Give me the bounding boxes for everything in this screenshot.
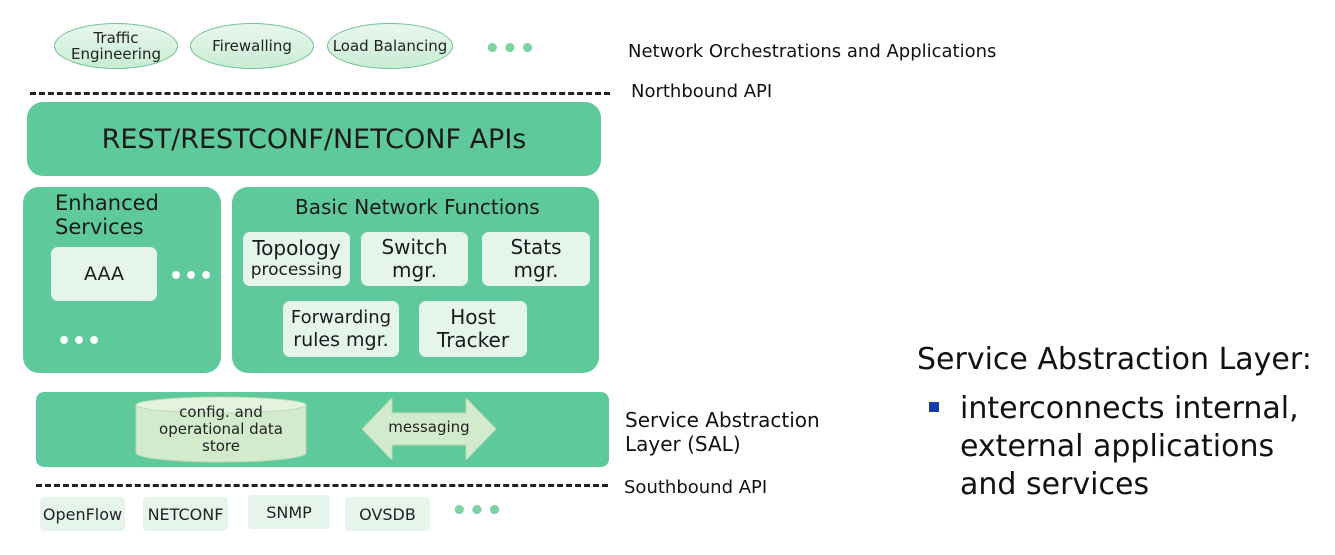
enhanced-services-title: Enhanced Services: [55, 191, 159, 239]
datastore-line2: operational data: [159, 420, 283, 438]
topology-line2: processing: [250, 260, 343, 280]
protocol-snmp: SNMP: [248, 495, 330, 529]
topology-processing-box: Topology processing: [243, 232, 350, 286]
app-oval-traffic-engineering: Traffic Engineering: [54, 23, 178, 69]
host-tracker-box: Host Tracker: [419, 301, 527, 357]
app-label: Traffic Engineering: [71, 29, 161, 63]
aaa-box: AAA: [51, 247, 157, 301]
stats-mgr-box: Stats mgr.: [482, 232, 590, 286]
switch-mgr-box: Switch mgr.: [361, 232, 468, 286]
stats-line2: mgr.: [513, 258, 559, 282]
protocol-label: OpenFlow: [42, 504, 123, 524]
bullet-line3: and services: [960, 467, 1150, 502]
sal-label-line1: Service Abstraction: [625, 408, 820, 432]
southbound-divider: [36, 484, 608, 487]
southbound-label: Southbound API: [624, 477, 768, 498]
protocol-label: OVSDB: [359, 504, 416, 524]
northbound-label: Northbound API: [631, 81, 773, 102]
sal-box: config. and operational data store messa…: [36, 392, 609, 467]
protocol-label: NETCONF: [147, 504, 224, 524]
datastore-line1: config. and: [179, 403, 263, 421]
app-oval-firewalling: Firewalling: [190, 23, 314, 69]
northbound-divider: [30, 92, 610, 95]
messaging-double-arrow-icon: [362, 398, 496, 460]
bullet-square-icon: [929, 402, 939, 412]
enhanced-services-box: Enhanced Services AAA ••• •••: [23, 187, 221, 373]
protocol-netconf: NETCONF: [143, 497, 228, 531]
bullet-line2: external applications: [960, 429, 1275, 464]
forwarding-line1: Forwarding: [290, 307, 392, 328]
switch-line2: mgr.: [392, 258, 437, 282]
sal-label-line2: Layer (SAL): [625, 432, 741, 456]
host-line1: Host: [450, 305, 496, 329]
datastore-cylinder-icon: [135, 396, 307, 463]
apps-more-ellipsis: •••: [484, 34, 537, 64]
sidebar-bullet-text: interconnects internal, external applica…: [960, 390, 1299, 504]
rest-api-label: REST/RESTCONF/NETCONF APIs: [101, 123, 527, 155]
protocol-ovsdb: OVSDB: [345, 497, 430, 531]
aaa-label: AAA: [83, 263, 125, 285]
protocol-label: SNMP: [266, 502, 312, 522]
topology-line1: Topology: [252, 236, 341, 260]
bullet-line1: interconnects internal,: [960, 391, 1299, 426]
enhanced-title-line2: Services: [55, 215, 144, 239]
protocol-openflow: OpenFlow: [40, 497, 125, 531]
stats-line1: Stats: [510, 235, 562, 259]
messaging-label: messaging: [388, 418, 470, 436]
datastore-label: config. and operational data store: [146, 404, 296, 455]
host-line2: Tracker: [436, 328, 510, 352]
switch-line1: Switch: [381, 235, 448, 259]
datastore-line3: store: [202, 437, 240, 455]
app-label: Load Balancing: [332, 37, 448, 55]
sidebar-heading: Service Abstraction Layer:: [917, 342, 1312, 377]
rest-api-box: REST/RESTCONF/NETCONF APIs: [27, 102, 601, 176]
sal-label: Service Abstraction Layer (SAL): [625, 408, 820, 456]
forwarding-line2: rules mgr.: [293, 329, 389, 351]
forwarding-rules-mgr-box: Forwarding rules mgr.: [283, 301, 399, 357]
apps-layer-label: Network Orchestrations and Applications: [628, 41, 997, 62]
protocols-more-ellipsis: •••: [451, 496, 504, 526]
enhanced-more-right: •••: [169, 264, 215, 289]
basic-network-functions-title: Basic Network Functions: [295, 195, 540, 219]
enhanced-title-line1: Enhanced: [55, 191, 159, 215]
enhanced-more-bottom: •••: [57, 329, 103, 354]
app-oval-load-balancing: Load Balancing: [327, 23, 453, 69]
basic-network-functions-box: Basic Network Functions Topology process…: [232, 187, 599, 373]
app-label: Firewalling: [212, 37, 292, 55]
